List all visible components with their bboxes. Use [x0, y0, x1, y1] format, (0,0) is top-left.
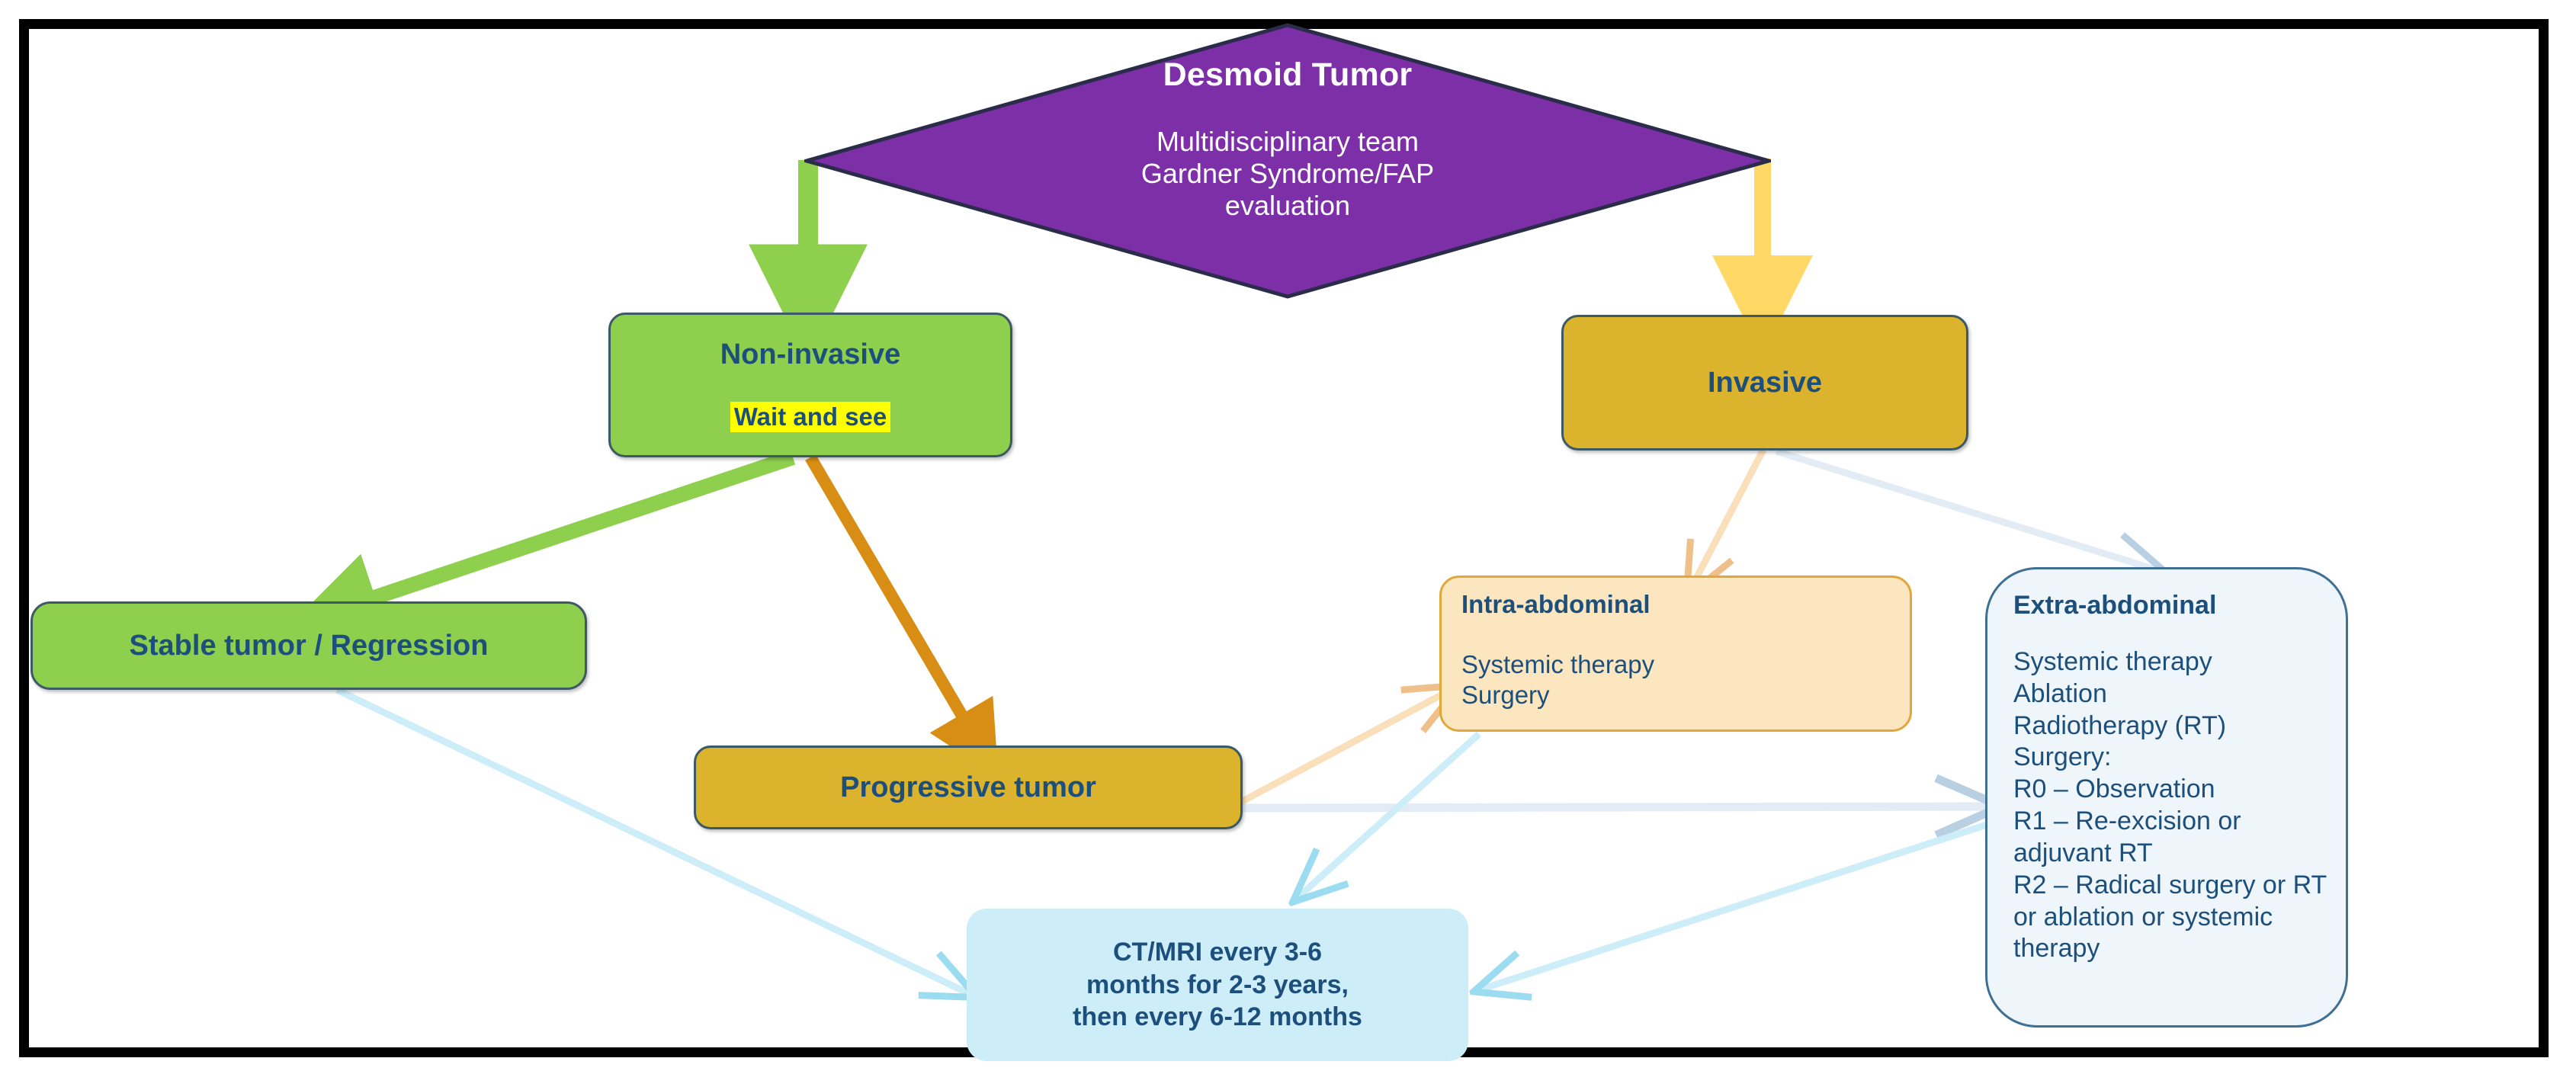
wait-and-see-highlight: Wait and see — [730, 401, 891, 432]
node-followup-imaging[interactable]: CT/MRI every 3-6 months for 2-3 years, t… — [967, 909, 1468, 1061]
stable-tumor-title: Stable tumor / Regression — [129, 629, 489, 662]
body-line: Surgery — [1461, 681, 1550, 710]
subtitle-line: Multidisciplinary team — [1156, 126, 1420, 157]
edge-progressive-to-intra — [1239, 690, 1451, 805]
node-desmoid-tumor[interactable]: Desmoid Tumor Multidisciplinary team Gar… — [804, 23, 1771, 299]
followup-text: CT/MRI every 3-6 months for 2-3 years, t… — [1073, 936, 1362, 1034]
desmoid-tumor-title: Desmoid Tumor — [1163, 56, 1413, 93]
subtitle-line: evaluation — [1224, 190, 1351, 222]
progressive-tumor-title: Progressive tumor — [840, 771, 1096, 803]
body-line: Systemic therapy — [1461, 650, 1655, 678]
edge-stable-to-followup — [335, 686, 968, 993]
edge-invasive-to-intra — [1691, 447, 1766, 588]
edge-progressive-to-extra — [1242, 806, 1990, 808]
edge-invasive-to-extra — [1775, 447, 2157, 570]
node-intra-abdominal[interactable]: Intra-abdominal Systemic therapy Surgery — [1439, 576, 1912, 732]
body-line: Radiotherapy (RT) — [2013, 710, 2227, 740]
figure-border — [19, 19, 2549, 1057]
node-invasive[interactable]: Invasive — [1561, 315, 1968, 451]
body-line: CT/MRI every 3-6 — [1112, 937, 1322, 967]
intra-abdominal-header: Intra-abdominal — [1461, 590, 1651, 618]
edge-non-invasive-to-stable — [288, 450, 796, 641]
extra-abdominal-body: Systemic therapy Ablation Radiotherapy (… — [2013, 646, 2346, 965]
node-extra-abdominal[interactable]: Extra-abdominal Systemic therapy Ablatio… — [1985, 567, 2348, 1028]
body-line: or ablation or systemic — [2013, 902, 2273, 931]
body-line: Systemic therapy — [2013, 647, 2212, 676]
body-line: Ablation — [2013, 678, 2107, 708]
extra-abdominal-header: Extra-abdominal — [2013, 591, 2217, 620]
node-progressive-tumor[interactable]: Progressive tumor — [694, 746, 1243, 829]
desmoid-tumor-label: Desmoid Tumor Multidisciplinary team Gar… — [804, 23, 1771, 299]
node-stable-tumor[interactable]: Stable tumor / Regression — [30, 601, 587, 690]
non-invasive-title: Non-invasive — [720, 338, 901, 370]
desmoid-tumor-subtitle: Multidisciplinary team Gardner Syndrome/… — [1141, 126, 1434, 222]
body-line: adjuvant RT — [2013, 838, 2153, 867]
subtitle-line: Gardner Syndrome/FAP — [1140, 158, 1435, 190]
body-line: Surgery: — [2013, 742, 2112, 772]
body-line: R0 – Observation — [2013, 774, 2215, 804]
body-line: R1 – Re-excision or — [2013, 806, 2241, 836]
edge-non-invasive-to-progressive — [805, 454, 999, 778]
edge-intra-to-followup — [1300, 731, 1482, 896]
node-non-invasive[interactable]: Non-invasive Wait and see — [608, 313, 1012, 457]
invasive-title: Invasive — [1708, 366, 1822, 399]
edge-extra-to-followup — [1483, 821, 1988, 989]
body-line: therapy — [2013, 934, 2100, 964]
diamond-shape — [804, 23, 1771, 299]
body-line: R2 – Radical surgery or RT — [2013, 870, 2327, 899]
body-line: months for 2-3 years, — [1086, 970, 1349, 999]
intra-abdominal-body: Systemic therapy Surgery — [1461, 649, 1910, 711]
body-line: then every 6-12 months — [1073, 1002, 1362, 1032]
